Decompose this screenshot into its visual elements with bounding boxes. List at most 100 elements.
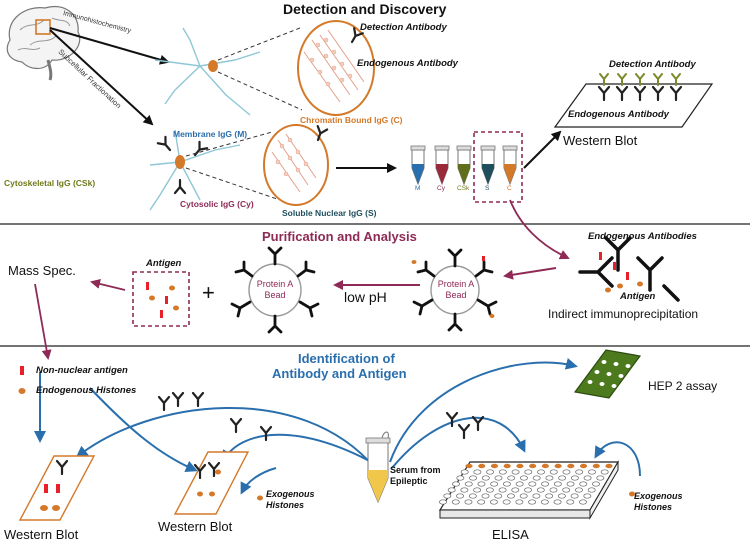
label-endogenous-antibodies: Endogenous Antibodies <box>588 231 697 242</box>
legend-histones: Endogenous Histones <box>36 385 137 396</box>
label-serum-1: Serum from <box>390 465 441 475</box>
elisa-well <box>592 463 600 469</box>
elisa-well <box>481 493 490 499</box>
elisa-well <box>562 469 571 475</box>
tube-label-m: M <box>415 185 421 192</box>
label-exogenous-right-1: Exogenous <box>634 491 683 501</box>
elisa-well <box>451 499 460 505</box>
elisa-well <box>486 469 495 475</box>
highlight-box <box>473 131 523 203</box>
elisa-well <box>477 481 486 487</box>
western-blot-mid-strip <box>173 451 250 515</box>
label-endogenous-antibody: Endogenous Antibody <box>357 58 458 69</box>
elisa-well <box>545 475 554 481</box>
elisa-well <box>485 487 494 493</box>
elisa-well <box>600 469 609 475</box>
label-chromatin-igg: Chromatin Bound IgG (C) <box>300 115 403 125</box>
section-title-identification-1: Identification of <box>298 351 395 366</box>
hep2-slide <box>573 349 642 399</box>
tube-s <box>480 145 496 186</box>
label-ip-antigen: Antigen <box>620 291 656 302</box>
elisa-well <box>567 463 575 469</box>
elisa-well <box>528 499 537 505</box>
section-title-purification: Purification and Analysis <box>262 229 417 244</box>
elisa-well <box>570 493 579 499</box>
legend-orange-icon <box>18 388 26 394</box>
arrow-ihc <box>49 27 170 65</box>
section-title-detection: Detection and Discovery <box>283 1 447 17</box>
elisa-well <box>579 481 588 487</box>
label-membrane-igg: Membrane IgG (M) <box>173 129 248 139</box>
fraction-tubes <box>410 131 523 203</box>
elisa-well <box>579 499 587 505</box>
arrow-to-bead-right <box>503 267 557 280</box>
elisa-well <box>574 487 583 493</box>
tube-label-csk: CSk <box>457 185 470 192</box>
elisa-well <box>557 493 566 499</box>
bead-left-line2: Bead <box>264 290 286 300</box>
elisa-well <box>596 475 605 481</box>
elisa-well <box>494 493 503 499</box>
elisa-well <box>439 499 447 505</box>
elisa-well <box>490 463 499 469</box>
elisa-well <box>583 475 592 481</box>
elisa-well <box>605 463 613 469</box>
elisa-well <box>558 475 567 481</box>
elisa-well <box>540 499 549 505</box>
elisa-well <box>468 493 477 499</box>
elisa-well <box>579 463 588 469</box>
zoom-line <box>217 71 303 111</box>
elisa-well <box>473 469 482 475</box>
label-exogenous-right-2: Histones <box>634 502 673 512</box>
elisa-well <box>562 487 571 493</box>
elisa-well <box>516 463 524 469</box>
elisa-well <box>524 487 532 493</box>
elisa-well <box>532 475 541 481</box>
elisa-well <box>587 469 596 475</box>
elisa-well <box>541 481 550 487</box>
label-mass-spec: Mass Spec. <box>8 263 76 278</box>
arrow-to-western <box>523 130 562 169</box>
label-detection-antibody: Detection Antibody <box>360 22 447 33</box>
label-cytosolic-igg: Cytosolic IgG (Cy) <box>180 199 254 209</box>
bead-left-line1: Protein A <box>256 279 294 289</box>
elisa-well <box>502 499 511 505</box>
blue-arrows <box>34 357 641 495</box>
elisa-well <box>541 463 549 469</box>
label-elisa: ELISA <box>492 527 529 542</box>
elisa-well <box>575 469 584 475</box>
bead-right-line1: Protein A <box>437 279 475 289</box>
elisa-well <box>583 493 592 499</box>
zoom-line <box>217 27 301 61</box>
elisa-well <box>456 475 465 481</box>
label-wb-mid: Western Blot <box>158 519 233 534</box>
elisa-well <box>554 463 562 469</box>
tube-csk <box>456 145 472 186</box>
elisa-well <box>549 487 558 493</box>
elisa-well <box>447 487 456 493</box>
elisa-well <box>469 475 478 481</box>
elisa-plate <box>438 460 620 520</box>
label-antigen-box: Antigen <box>146 258 182 269</box>
tube-label-cy: Cy <box>437 185 445 192</box>
legend-non-nuclear: Non-nuclear antigen <box>36 365 128 376</box>
elisa-well <box>529 463 537 469</box>
elisa-well <box>460 469 469 475</box>
elisa-well <box>511 487 520 493</box>
serum-tube <box>365 431 391 504</box>
zoom-line <box>185 167 281 201</box>
western-blot-top-membrane <box>553 73 714 128</box>
neuron-bottom <box>149 129 241 211</box>
elisa-well <box>481 475 490 481</box>
elisa-well <box>498 469 507 475</box>
label-exogenous-mid-1: Exogenous <box>266 489 315 499</box>
elisa-well <box>464 499 473 505</box>
elisa-well <box>503 463 511 469</box>
elisa-well <box>549 469 558 475</box>
elisa-well <box>473 487 482 493</box>
elisa-well <box>507 493 515 499</box>
label-plus: + <box>202 280 215 305</box>
elisa-well <box>545 493 554 499</box>
antigen-box <box>132 271 190 327</box>
